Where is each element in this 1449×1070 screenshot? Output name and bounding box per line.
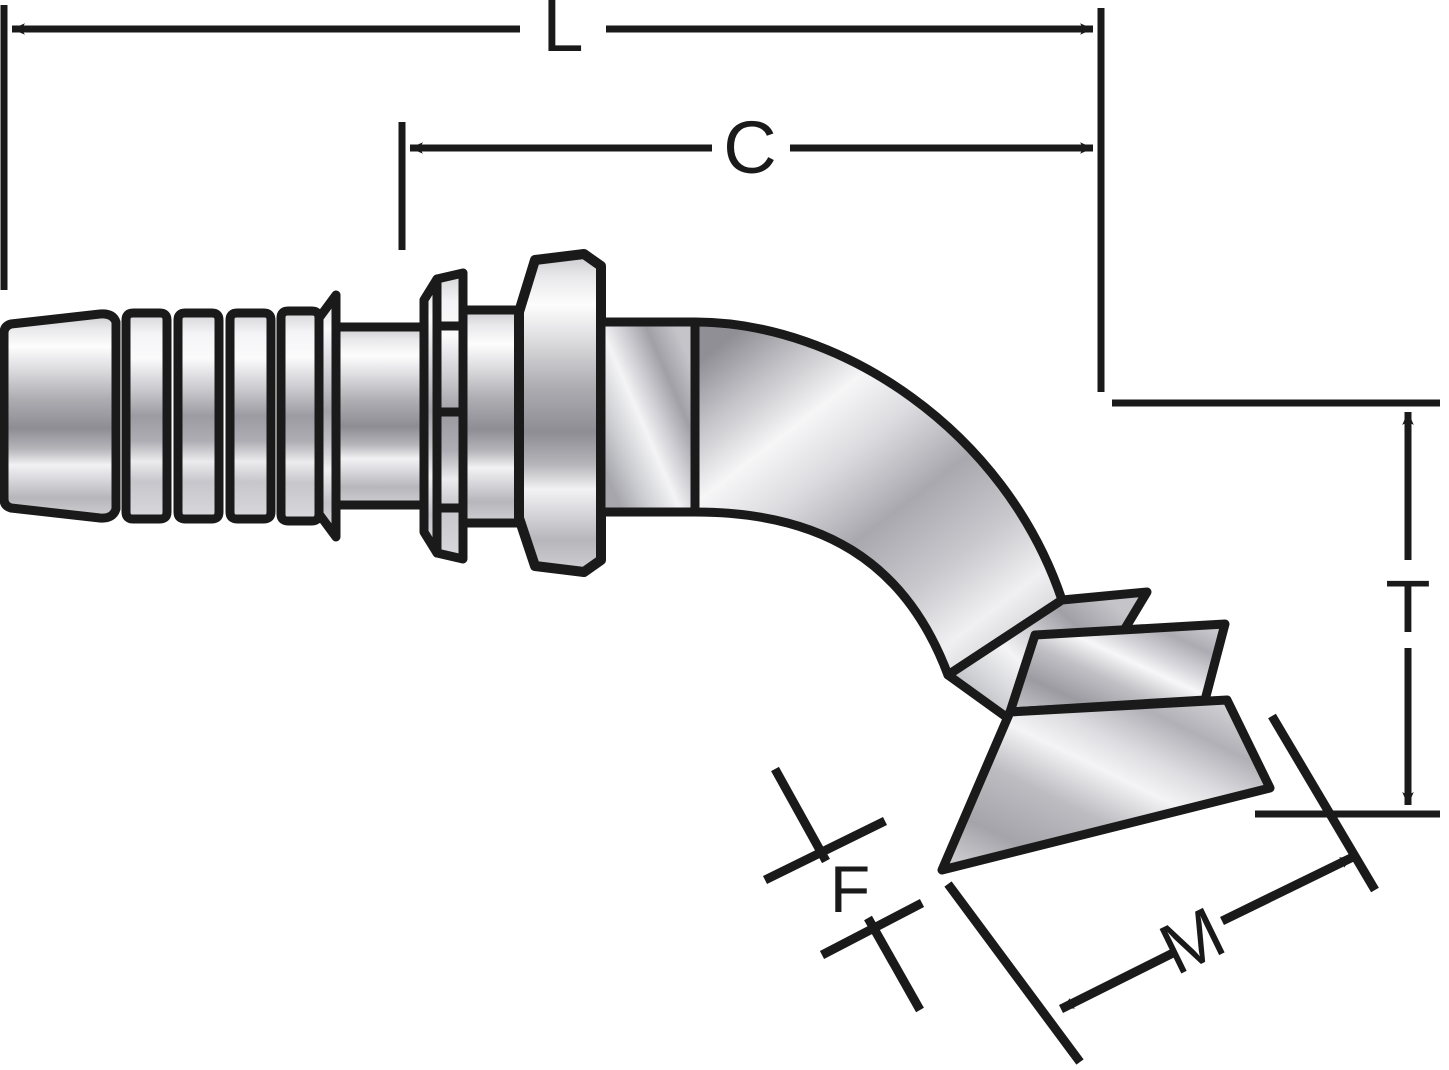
hex-nut [514,249,606,577]
dimension-F: F [763,766,925,1013]
barb-ring [276,306,324,526]
stem-shaft [331,322,429,510]
elbow-bend [690,317,1067,680]
extension-line-M-left [944,881,1084,1065]
dimension-label-M: M [1148,892,1237,990]
dimension-label-T: T [1385,565,1430,648]
extension-line-M-right [1268,713,1379,893]
barb-ring [225,308,276,524]
mid-shaft [458,305,524,528]
hose-barb-tip [0,309,121,523]
barb-ring [173,308,224,524]
dim-arrow-F-down [771,766,830,864]
barb-ring [121,308,172,524]
dim-line-M-left [1058,948,1176,1014]
dimension-T: T [1112,399,1440,818]
dimension-label-L: L [542,0,583,67]
dim-line-M-right [1220,852,1355,926]
flange-head-lower-band [937,695,1275,875]
dimension-label-F: F [830,852,870,926]
dimension-label-C: C [723,106,776,189]
dimension-L: L [0,0,1105,392]
dimension-C: C [398,106,1094,250]
tube-straight-leg [596,317,700,517]
dim-arrow-F-up [864,915,924,1013]
